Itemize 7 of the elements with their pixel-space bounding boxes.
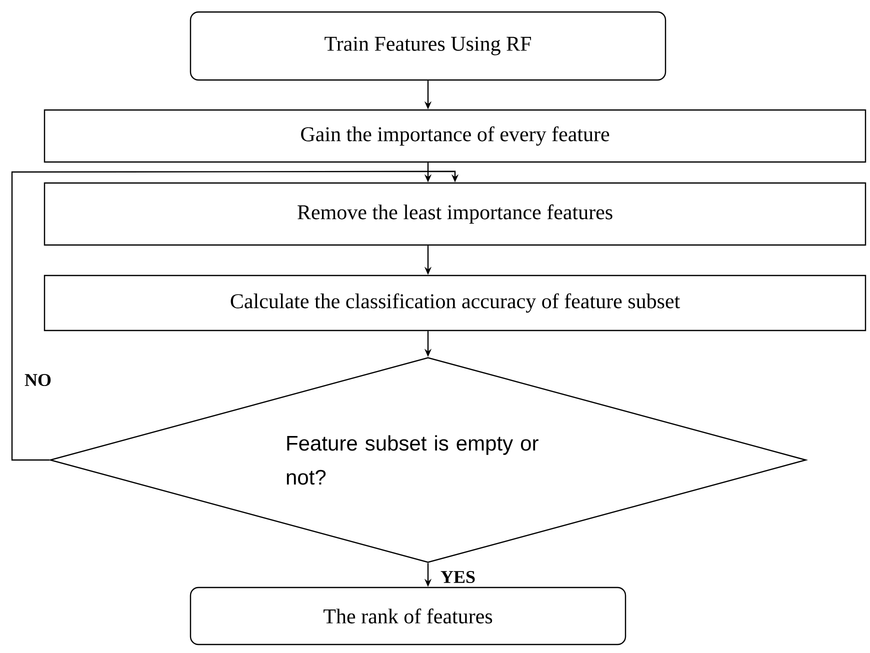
- terminal-box: Train Features Using RF: [190, 11, 666, 81]
- arrow: [11, 170, 459, 461]
- process-box: Calculate the classification accuracy of feature subset: [44, 274, 866, 332]
- terminal-box: The rank of features: [190, 586, 626, 646]
- process-box: Gain the importance of every feature: [44, 109, 866, 163]
- process-box: Remove the least importance features: [44, 182, 866, 246]
- edge-label: YES: [440, 570, 475, 584]
